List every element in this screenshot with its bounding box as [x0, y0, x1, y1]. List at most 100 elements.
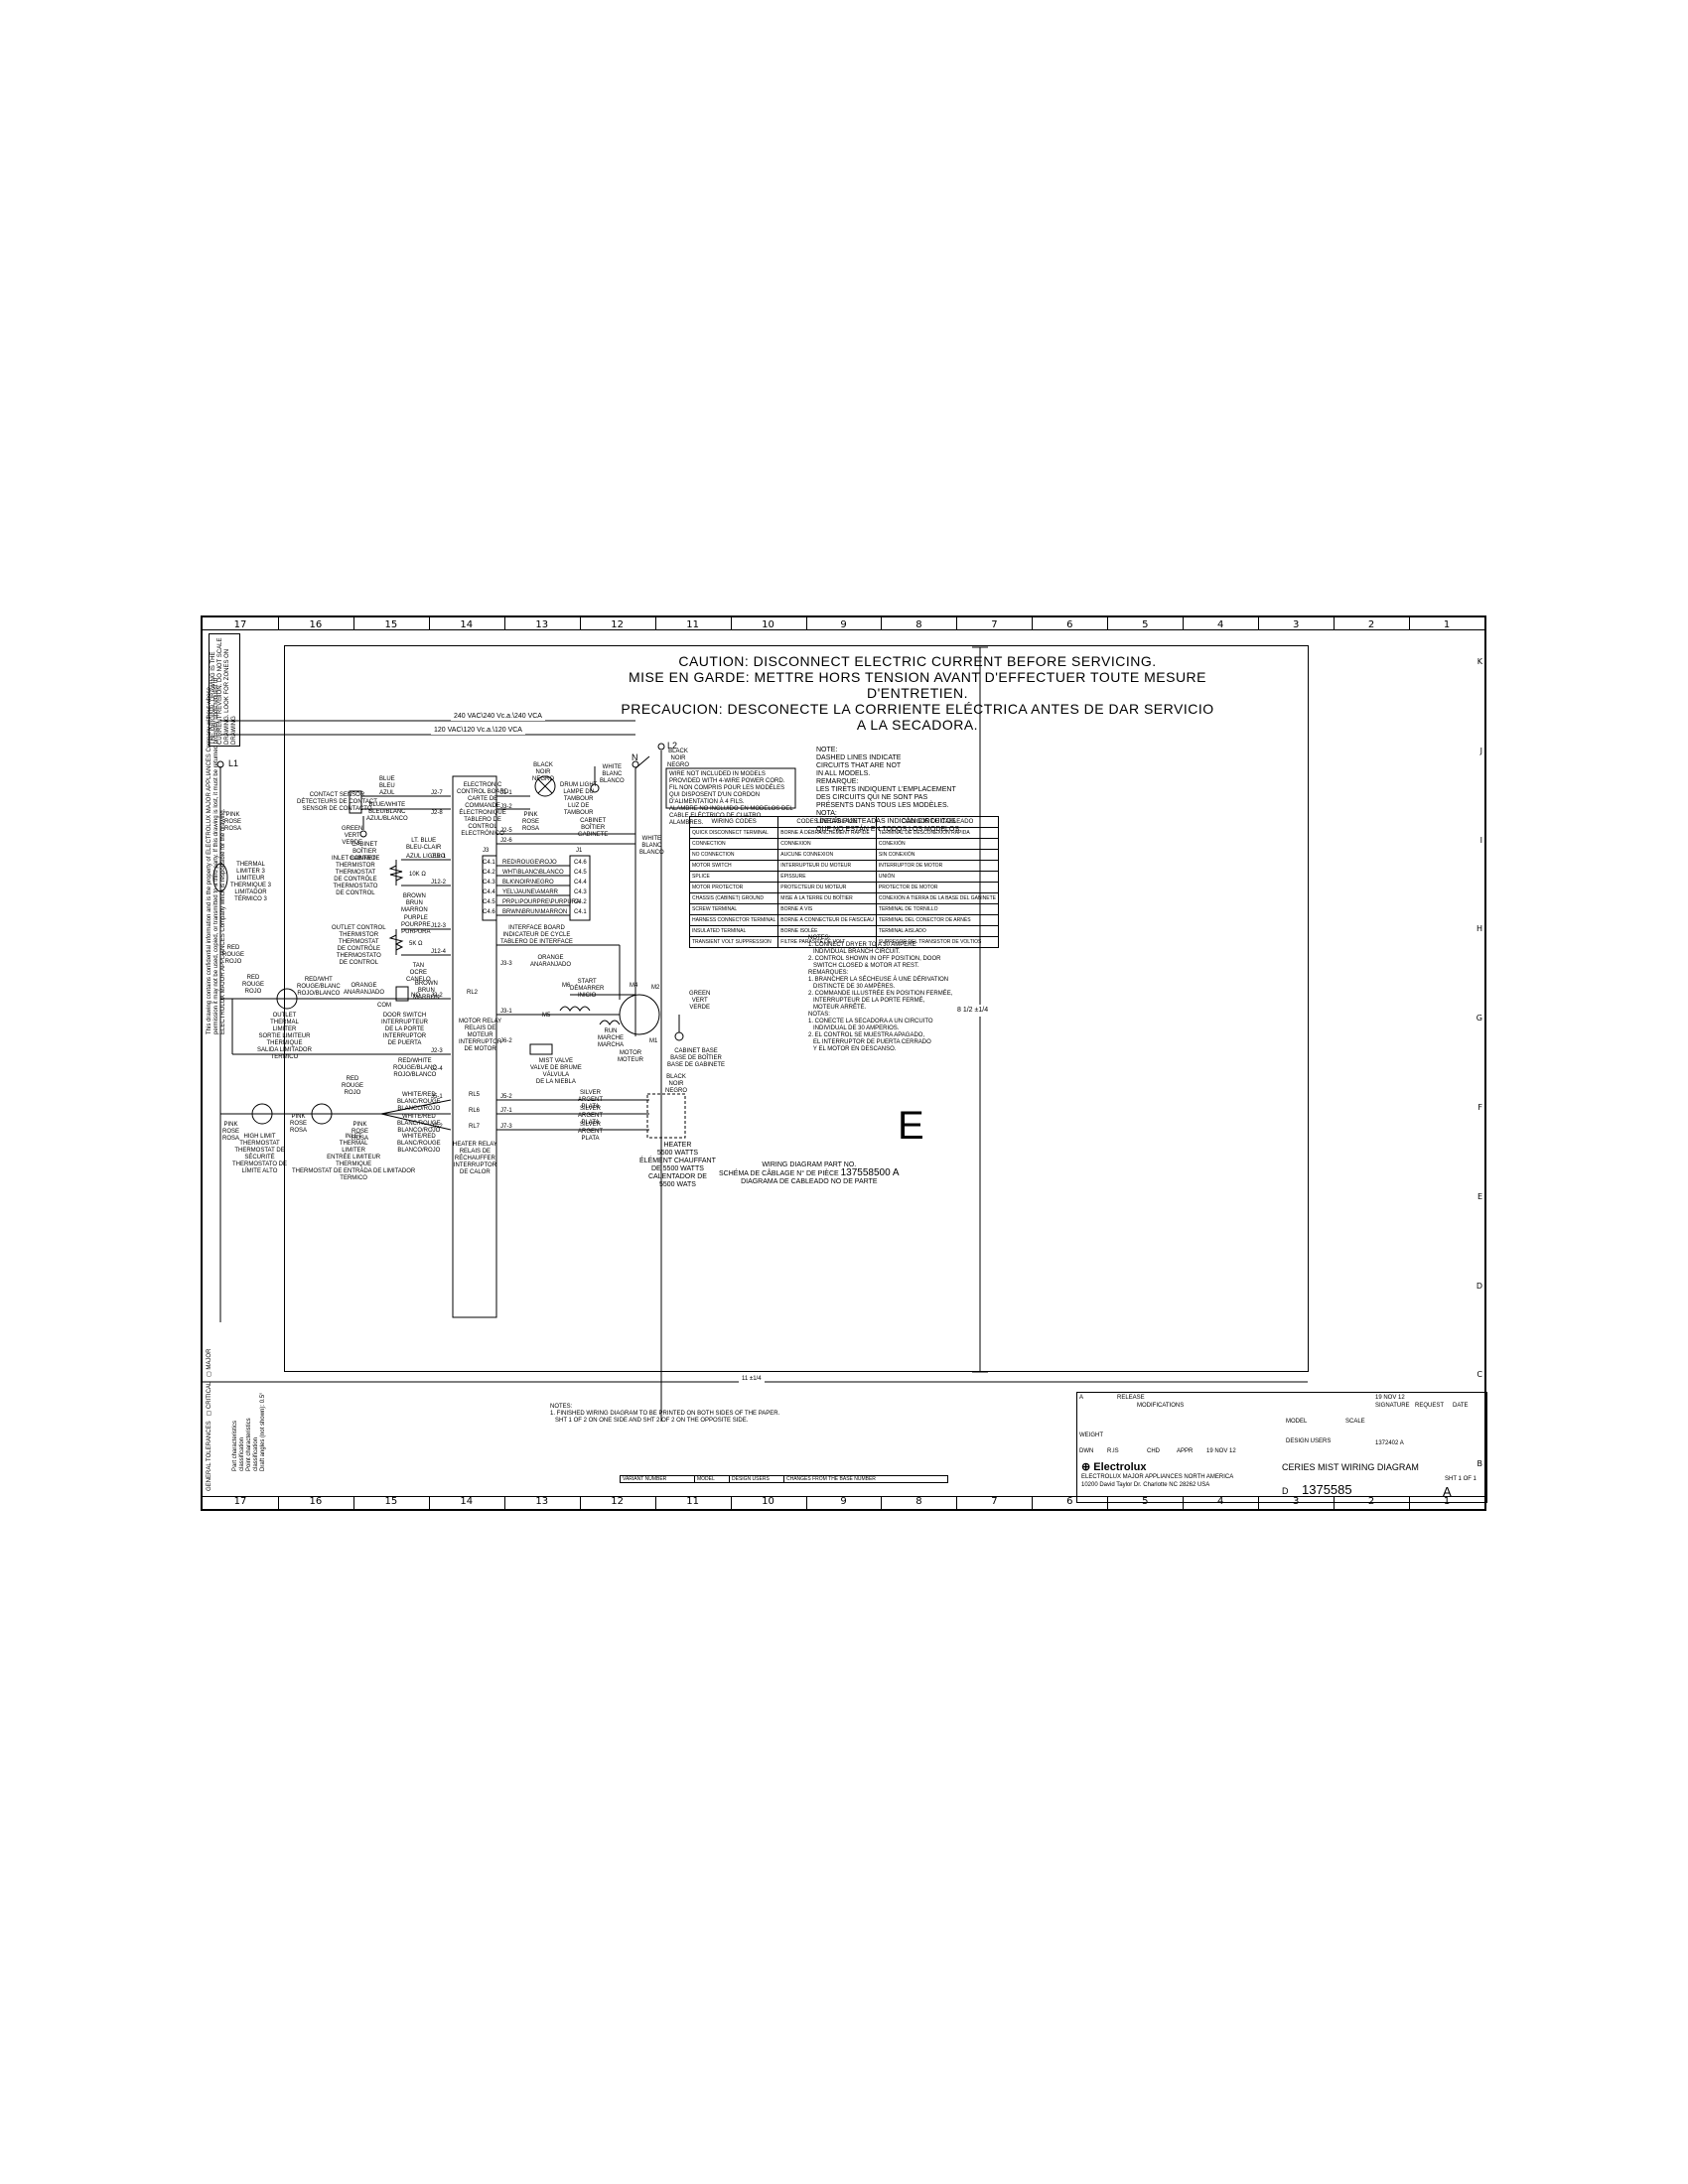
- zone-label-top: 2: [1367, 619, 1375, 630]
- node-l1: L1: [228, 758, 239, 768]
- variant-table: VARIANT NUMBER MODEL DESIGN USERS CHANGE…: [620, 1475, 948, 1483]
- zone-label-side: B: [1477, 1459, 1483, 1469]
- zone-label-bottom: 8: [915, 1496, 922, 1507]
- wiring-part-line2: SCHÉMA DE CÂBLAGE N° DE PIÈCE 137558500 …: [719, 1167, 900, 1178]
- zone-label-bottom: 6: [1066, 1496, 1073, 1507]
- zone-tick: [881, 1497, 883, 1509]
- zone-border-bottom: [203, 1496, 1484, 1497]
- black-wire-label-3: BLACK NOIR NEGRO: [667, 749, 690, 768]
- green-wire-label: GREEN VERT VERDE: [342, 826, 363, 846]
- cabinet-label-2: CABINET BOÎTIER GABINETE: [578, 818, 609, 838]
- run-label: RUN MARCHE MARCHA: [598, 1028, 625, 1048]
- zone-label-bottom: 14: [460, 1496, 474, 1507]
- changes-col: CHANGES FROM THE BASE NUMBER: [783, 1475, 948, 1483]
- legend-cell: TRANSIENT VOLT SUPPRESSION: [688, 936, 779, 948]
- variant-number-col: VARIANT NUMBER: [620, 1475, 695, 1483]
- conn-j12-4: J12-4: [431, 949, 447, 955]
- m2-label: M2: [651, 985, 660, 991]
- tan-wire-label: TAN OCRE CANELO: [406, 963, 431, 983]
- zone-label-side: G: [1476, 1014, 1482, 1024]
- zone-tick: [730, 1497, 732, 1509]
- res5k-label: 5K Ω: [409, 941, 423, 947]
- legend-cell: QUICK DISCONNECT TERMINAL: [688, 827, 779, 839]
- blue-wire-label: BLUE BLEU AZUL: [379, 776, 395, 796]
- dimension-horizontal: 11 ±1/4: [739, 1376, 765, 1383]
- zone-label-top: 3: [1292, 619, 1300, 630]
- zone-label-bottom: 2: [1367, 1496, 1375, 1507]
- wiring-part-line3: DIAGRAMA DE CABLEADO NO DE PARTE: [741, 1178, 878, 1185]
- zone-label-bottom: 12: [611, 1496, 625, 1507]
- outlet-control-label: OUTLET CONTROL THERMISTOR THERMOSTAT DE …: [332, 925, 386, 966]
- legend-cell: MOTOR PROTECTOR: [688, 882, 779, 893]
- mist-valve-label: MIST VALVE VALVE DE BRUME VÁLVULA DE LA …: [530, 1058, 582, 1085]
- rl6-label: RL6: [469, 1108, 481, 1114]
- door-switch-label: DOOR SWITCH INTERRUPTEUR DE LA PORTE INT…: [381, 1013, 429, 1046]
- conn-j7-3: J7-3: [500, 1124, 512, 1130]
- legend-cell: PROTECTOR DE MOTOR: [875, 882, 1000, 893]
- title-address: 10200 David Taylor Dr. Charlotte NC 2826…: [1081, 1482, 1210, 1488]
- dimension-vertical: 8 1/2 ±1/4: [957, 1005, 989, 1017]
- zone-tick: [805, 617, 807, 629]
- conn-j5-2: J5-2: [500, 1094, 512, 1100]
- zone-label-bottom: 13: [535, 1496, 549, 1507]
- legend-cell: TERMINAL DE DESCONEXIÓN RÁPIDA: [875, 827, 1000, 839]
- zone-tick: [956, 1497, 958, 1509]
- zone-tick: [277, 617, 279, 629]
- zone-tick: [1032, 617, 1034, 629]
- title-date-val: 19 NOV 12: [1375, 1395, 1405, 1401]
- zone-tick: [1258, 1497, 1260, 1509]
- conn-j2-5: J2-5: [500, 828, 512, 834]
- zone-tick: [428, 617, 430, 629]
- legend-cell: AUCUNE CONNEXION: [777, 849, 877, 861]
- zone-label-top: 13: [535, 619, 549, 630]
- m6-label: M6: [562, 983, 571, 989]
- motor-relay-label: MOTOR RELAY RELAIS DE MOTEUR INTERRUPTOR…: [459, 1019, 502, 1052]
- interface-pin-left: C4.5: [483, 899, 495, 905]
- title-date: DATE: [1453, 1403, 1469, 1409]
- zone-label-side: K: [1477, 656, 1482, 666]
- legend-cell: TERMINAL DE TORNILLO: [875, 903, 1000, 915]
- zone-label-top: 8: [915, 619, 922, 630]
- legend-cell: PROTECTEUR DU MOTEUR: [777, 882, 877, 893]
- zone-label-bottom: 17: [233, 1496, 247, 1507]
- conn-j1-1: J1-1: [500, 790, 512, 796]
- res10k-label: 10K Ω: [409, 872, 426, 878]
- title-model: MODEL: [1286, 1419, 1308, 1425]
- zone-tick: [1334, 617, 1336, 629]
- silver-label-3: SILVER ARGENT PLATA: [578, 1122, 604, 1142]
- legend-cell: SIN CONEXIÓN: [875, 849, 1000, 861]
- rl5-label: RL5: [469, 1092, 481, 1098]
- heater-label: HEATER 5500 WATTS ÉLÉMENT CHAUFFANT DE 5…: [639, 1142, 716, 1188]
- interface-wire: WHT\BLANC\BLANCO: [502, 870, 564, 876]
- pink-wire-label-3: PINK ROSE ROSA: [290, 1114, 308, 1134]
- zone-tick: [579, 1497, 581, 1509]
- conn-j3-2: J3-2: [500, 804, 512, 810]
- title-release: RELEASE: [1117, 1395, 1145, 1401]
- zone-tick: [1183, 1497, 1185, 1509]
- zone-tick: [654, 617, 656, 629]
- title-main: CERIES MIST WIRING DIAGRAM: [1282, 1462, 1419, 1472]
- title-weight: WEIGHT: [1079, 1433, 1103, 1438]
- node-n: N: [632, 752, 638, 762]
- interface-wire: PRPL\POURPRE\PURPURA: [502, 899, 581, 905]
- zone-label-side: D: [1476, 1281, 1482, 1291]
- wiring-codes-legend: WIRING CODES CODES DE CÂBLAGE CÓDIGOS DE…: [688, 816, 1000, 948]
- zone-label-bottom: 5: [1142, 1496, 1149, 1507]
- title-design-users: DESIGN USERS: [1286, 1438, 1332, 1444]
- zone-tick: [1334, 1497, 1336, 1509]
- cabinet-base-label: CABINET BASE BASE DE BOÎTIER BASE DE GAB…: [667, 1048, 726, 1068]
- drum-light-label: DRUM LIGHT LAMPE DU TAMBOUR LUZ DE TAMBO…: [560, 782, 598, 816]
- zone-label-side: E: [1477, 1191, 1482, 1201]
- m5-label: M5: [542, 1013, 551, 1019]
- wiring-part-block: WIRING DIAGRAM PART NO. SCHÉMA DE CÂBLAG…: [719, 1161, 900, 1186]
- interface-pin-right: C4.2: [574, 899, 587, 905]
- legend-cell: INTERRUPTEUR DU MOTEUR: [777, 860, 877, 872]
- legend-cell: BORNE À VIS: [777, 903, 877, 915]
- ltblue-label: LT. BLUE BLEU-CLAIR: [406, 838, 442, 851]
- title-init: R.IS: [1107, 1448, 1119, 1454]
- whitered-label-1: WHITE/RED BLANC/ROUGE BLANCO/ROJO: [397, 1092, 441, 1112]
- interface-label: INTERFACE BOARD INDICATEUR DE CYCLE TABL…: [500, 925, 573, 945]
